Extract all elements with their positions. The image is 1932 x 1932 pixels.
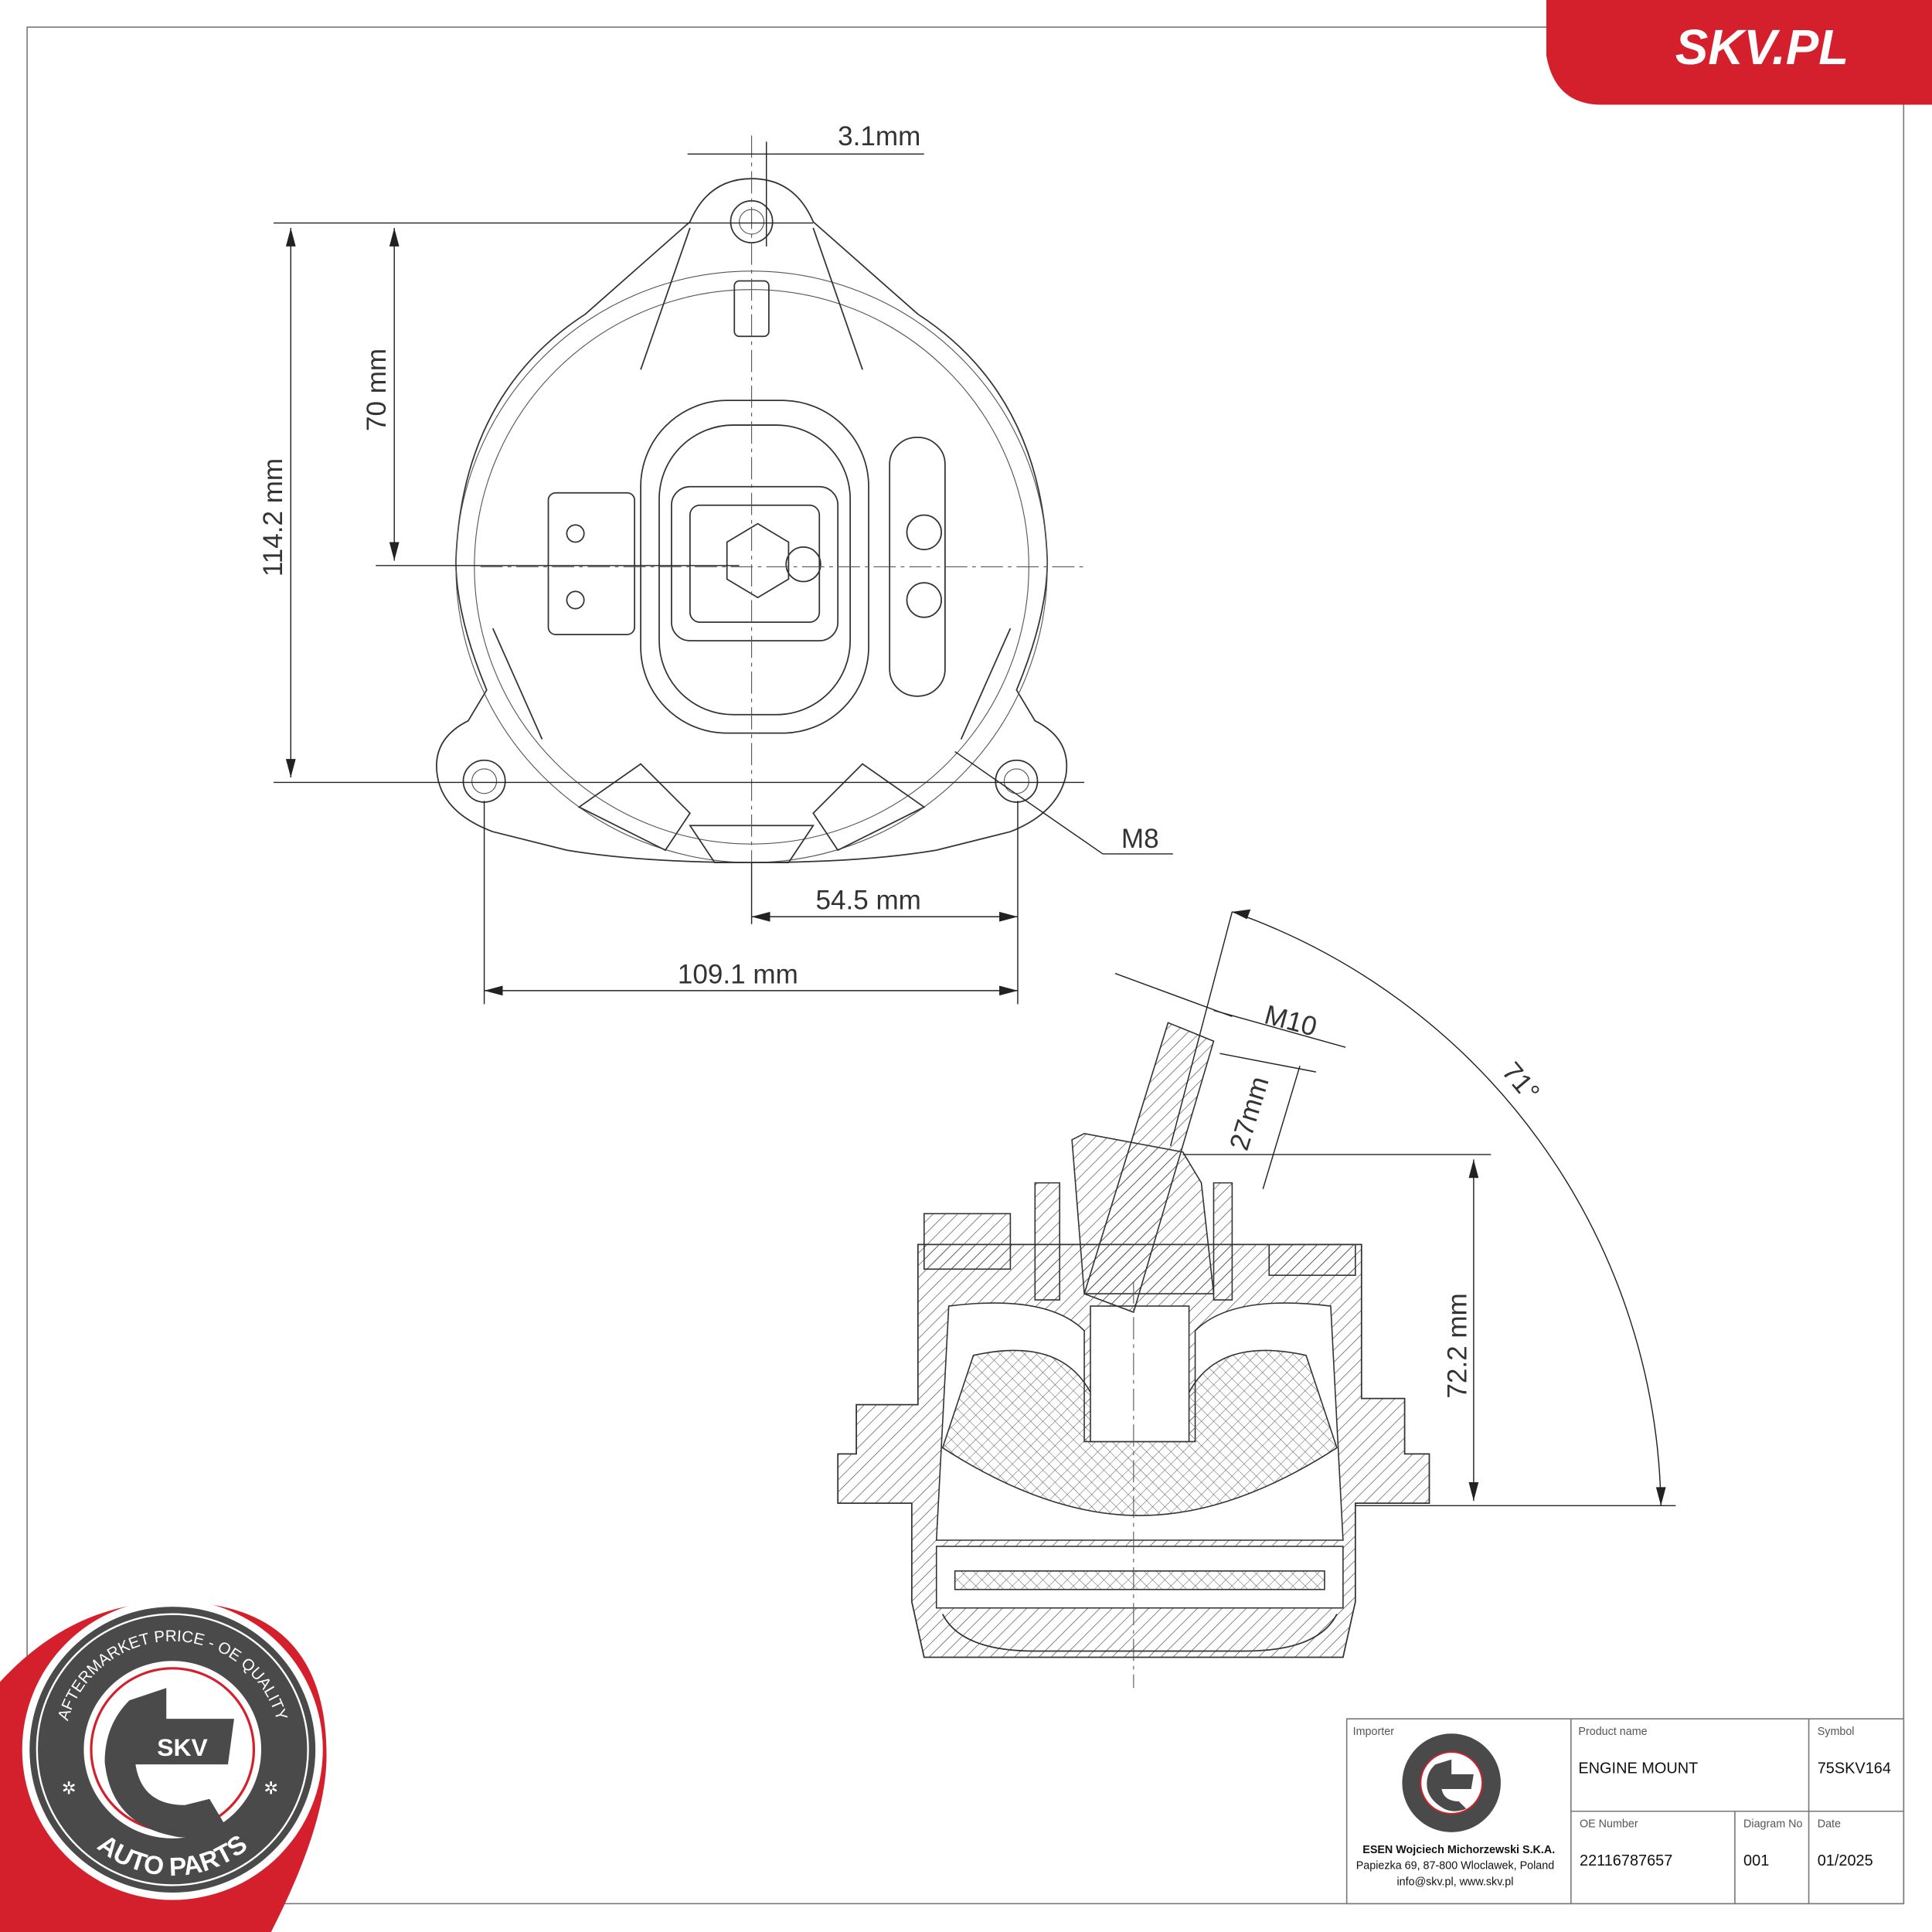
date-value: 01/2025 [1818, 1852, 1873, 1869]
skv-seal-logo: SKV AFTERMARKET PRICE - OE QUALITY AUTO … [0, 1599, 327, 1932]
symbol-label: Symbol [1818, 1726, 1855, 1738]
side-view-section [837, 1022, 1430, 1689]
top-view-dimensions: 3.1mm 70 mm 114.2 mm M8 54.5 mm 109.1 mm [258, 121, 1173, 1005]
date-label: Date [1818, 1818, 1841, 1830]
oe-label: OE Number [1580, 1818, 1638, 1830]
importer-logo [1402, 1733, 1501, 1832]
title-block: Importer ESEN Wojciech Michorzewski S.K.… [1345, 1718, 1905, 1905]
dim-side-height: 72.2 mm [1442, 1293, 1472, 1398]
dim-stud-length: 27mm [1224, 1073, 1275, 1155]
dim-bolt-m8: M8 [1121, 824, 1159, 854]
importer-label: Importer [1353, 1726, 1395, 1738]
product-value: ENGINE MOUNT [1578, 1760, 1698, 1777]
dim-stud-m10: M10 [1261, 999, 1320, 1042]
importer-address: Papiezka 69, 87-800 Wloclawek, Poland [1356, 1860, 1554, 1872]
symbol-value: 75SKV164 [1818, 1760, 1891, 1777]
brand-site-text: SKV.PL [1675, 19, 1849, 75]
product-label: Product name [1578, 1726, 1647, 1738]
importer-name: ESEN Wojciech Michorzewski S.K.A. [1362, 1844, 1555, 1856]
importer-contact: info@skv.pl, www.skv.pl [1396, 1876, 1513, 1888]
dim-total-height: 114.2 mm [258, 458, 288, 577]
dim-offset: 3.1mm [838, 121, 920, 151]
top-view [436, 135, 1085, 863]
diagram-label: Diagram No [1743, 1818, 1802, 1830]
seal-center-text: SKV [157, 1733, 208, 1761]
drawing-frame [26, 26, 1905, 1905]
brand-tab: SKV.PL [1546, 0, 1932, 105]
dim-total-width: 109.1 mm [678, 959, 798, 989]
oe-value: 22116787657 [1580, 1852, 1672, 1869]
dim-angle: 71° [1496, 1056, 1546, 1107]
svg-text:✲: ✲ [264, 1778, 278, 1798]
svg-text:✲: ✲ [62, 1778, 77, 1798]
dim-half-width: 54.5 mm [815, 886, 920, 916]
diagram-value: 001 [1743, 1852, 1769, 1869]
dim-height-center: 70 mm [362, 349, 392, 431]
